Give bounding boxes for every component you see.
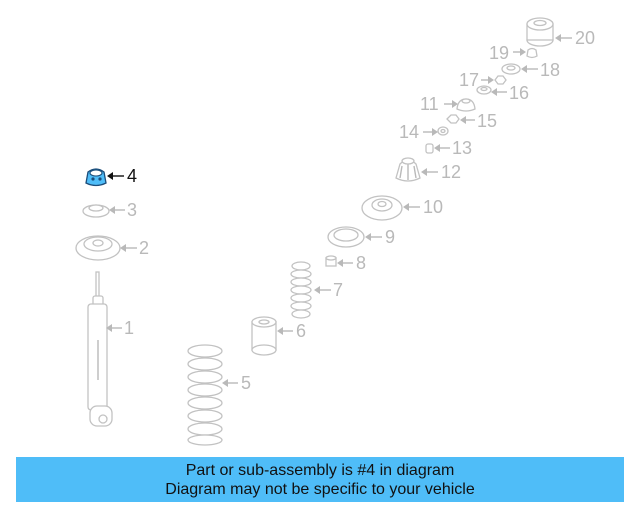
part-3-insulator[interactable] xyxy=(82,204,110,218)
arrowhead-10 xyxy=(403,203,409,211)
arrowhead-11 xyxy=(452,100,458,108)
arrowhead-17 xyxy=(488,76,494,84)
arrowhead-1 xyxy=(106,324,112,332)
arrowhead-2 xyxy=(120,244,126,252)
label-11: 11 xyxy=(420,94,439,114)
part-5-coil-spring[interactable] xyxy=(187,344,223,446)
label-7: 7 xyxy=(333,280,343,300)
part-17-small-nut[interactable] xyxy=(494,75,507,85)
part-15-nut[interactable] xyxy=(446,114,460,124)
label-18: 18 xyxy=(540,60,560,80)
part-8-bushing[interactable] xyxy=(325,255,337,267)
arrowhead-6 xyxy=(277,327,283,335)
part-12-top-mount[interactable] xyxy=(395,157,421,182)
arrowhead-19 xyxy=(520,48,526,56)
banner-line-2: Diagram may not be specific to your vehi… xyxy=(165,480,475,498)
info-banner: Part or sub-assembly is #4 in diagram Di… xyxy=(16,457,624,502)
arrowhead-16 xyxy=(491,88,497,96)
label-13: 13 xyxy=(452,138,472,158)
part-13-sleeve[interactable] xyxy=(425,143,434,154)
arrowhead-8 xyxy=(337,259,343,267)
part-4-highlighted[interactable] xyxy=(85,168,107,187)
label-15: 15 xyxy=(477,111,497,131)
arrowhead-18 xyxy=(521,65,527,73)
label-10: 10 xyxy=(423,197,443,217)
label-17: 17 xyxy=(459,70,479,90)
arrowhead-12 xyxy=(421,168,427,176)
part-19-bushing[interactable] xyxy=(526,47,538,59)
arrowhead-9 xyxy=(365,233,371,241)
arrowhead-13 xyxy=(434,144,440,152)
label-14: 14 xyxy=(399,122,419,142)
arrowhead-4 xyxy=(107,172,113,180)
label-16: 16 xyxy=(509,83,529,103)
label-5: 5 xyxy=(241,373,251,393)
part-14-washer[interactable] xyxy=(437,126,449,136)
label-9: 9 xyxy=(385,227,395,247)
label-8: 8 xyxy=(356,253,366,273)
label-12: 12 xyxy=(441,162,461,182)
label-4: 4 xyxy=(127,166,137,186)
part-9-upper-spring-seat[interactable] xyxy=(327,226,365,248)
part-20-top-cap[interactable] xyxy=(526,17,554,47)
part-11-cap[interactable] xyxy=(456,98,476,112)
label-6: 6 xyxy=(296,321,306,341)
arrowhead-14 xyxy=(432,128,438,136)
label-1: 1 xyxy=(124,318,134,338)
part-2-spring-seat[interactable] xyxy=(75,235,121,261)
part-18-bearing-plate[interactable] xyxy=(501,63,521,75)
arrowhead-15 xyxy=(460,116,466,124)
arrowhead-20 xyxy=(555,34,561,42)
part-16-washer[interactable] xyxy=(476,85,492,95)
part-6-bump-stop[interactable] xyxy=(251,316,277,356)
part-10-mount-plate[interactable] xyxy=(361,195,403,221)
arrowhead-5 xyxy=(222,379,228,387)
label-20: 20 xyxy=(575,28,595,48)
arrowhead-3 xyxy=(109,206,115,214)
part-7-dust-boot[interactable] xyxy=(290,261,312,319)
arrowhead-7 xyxy=(314,286,320,294)
part-1-shock-absorber[interactable] xyxy=(87,271,113,427)
label-2: 2 xyxy=(139,238,149,258)
label-19: 19 xyxy=(489,43,509,63)
label-3: 3 xyxy=(127,200,137,220)
banner-line-1: Part or sub-assembly is #4 in diagram xyxy=(185,461,455,479)
